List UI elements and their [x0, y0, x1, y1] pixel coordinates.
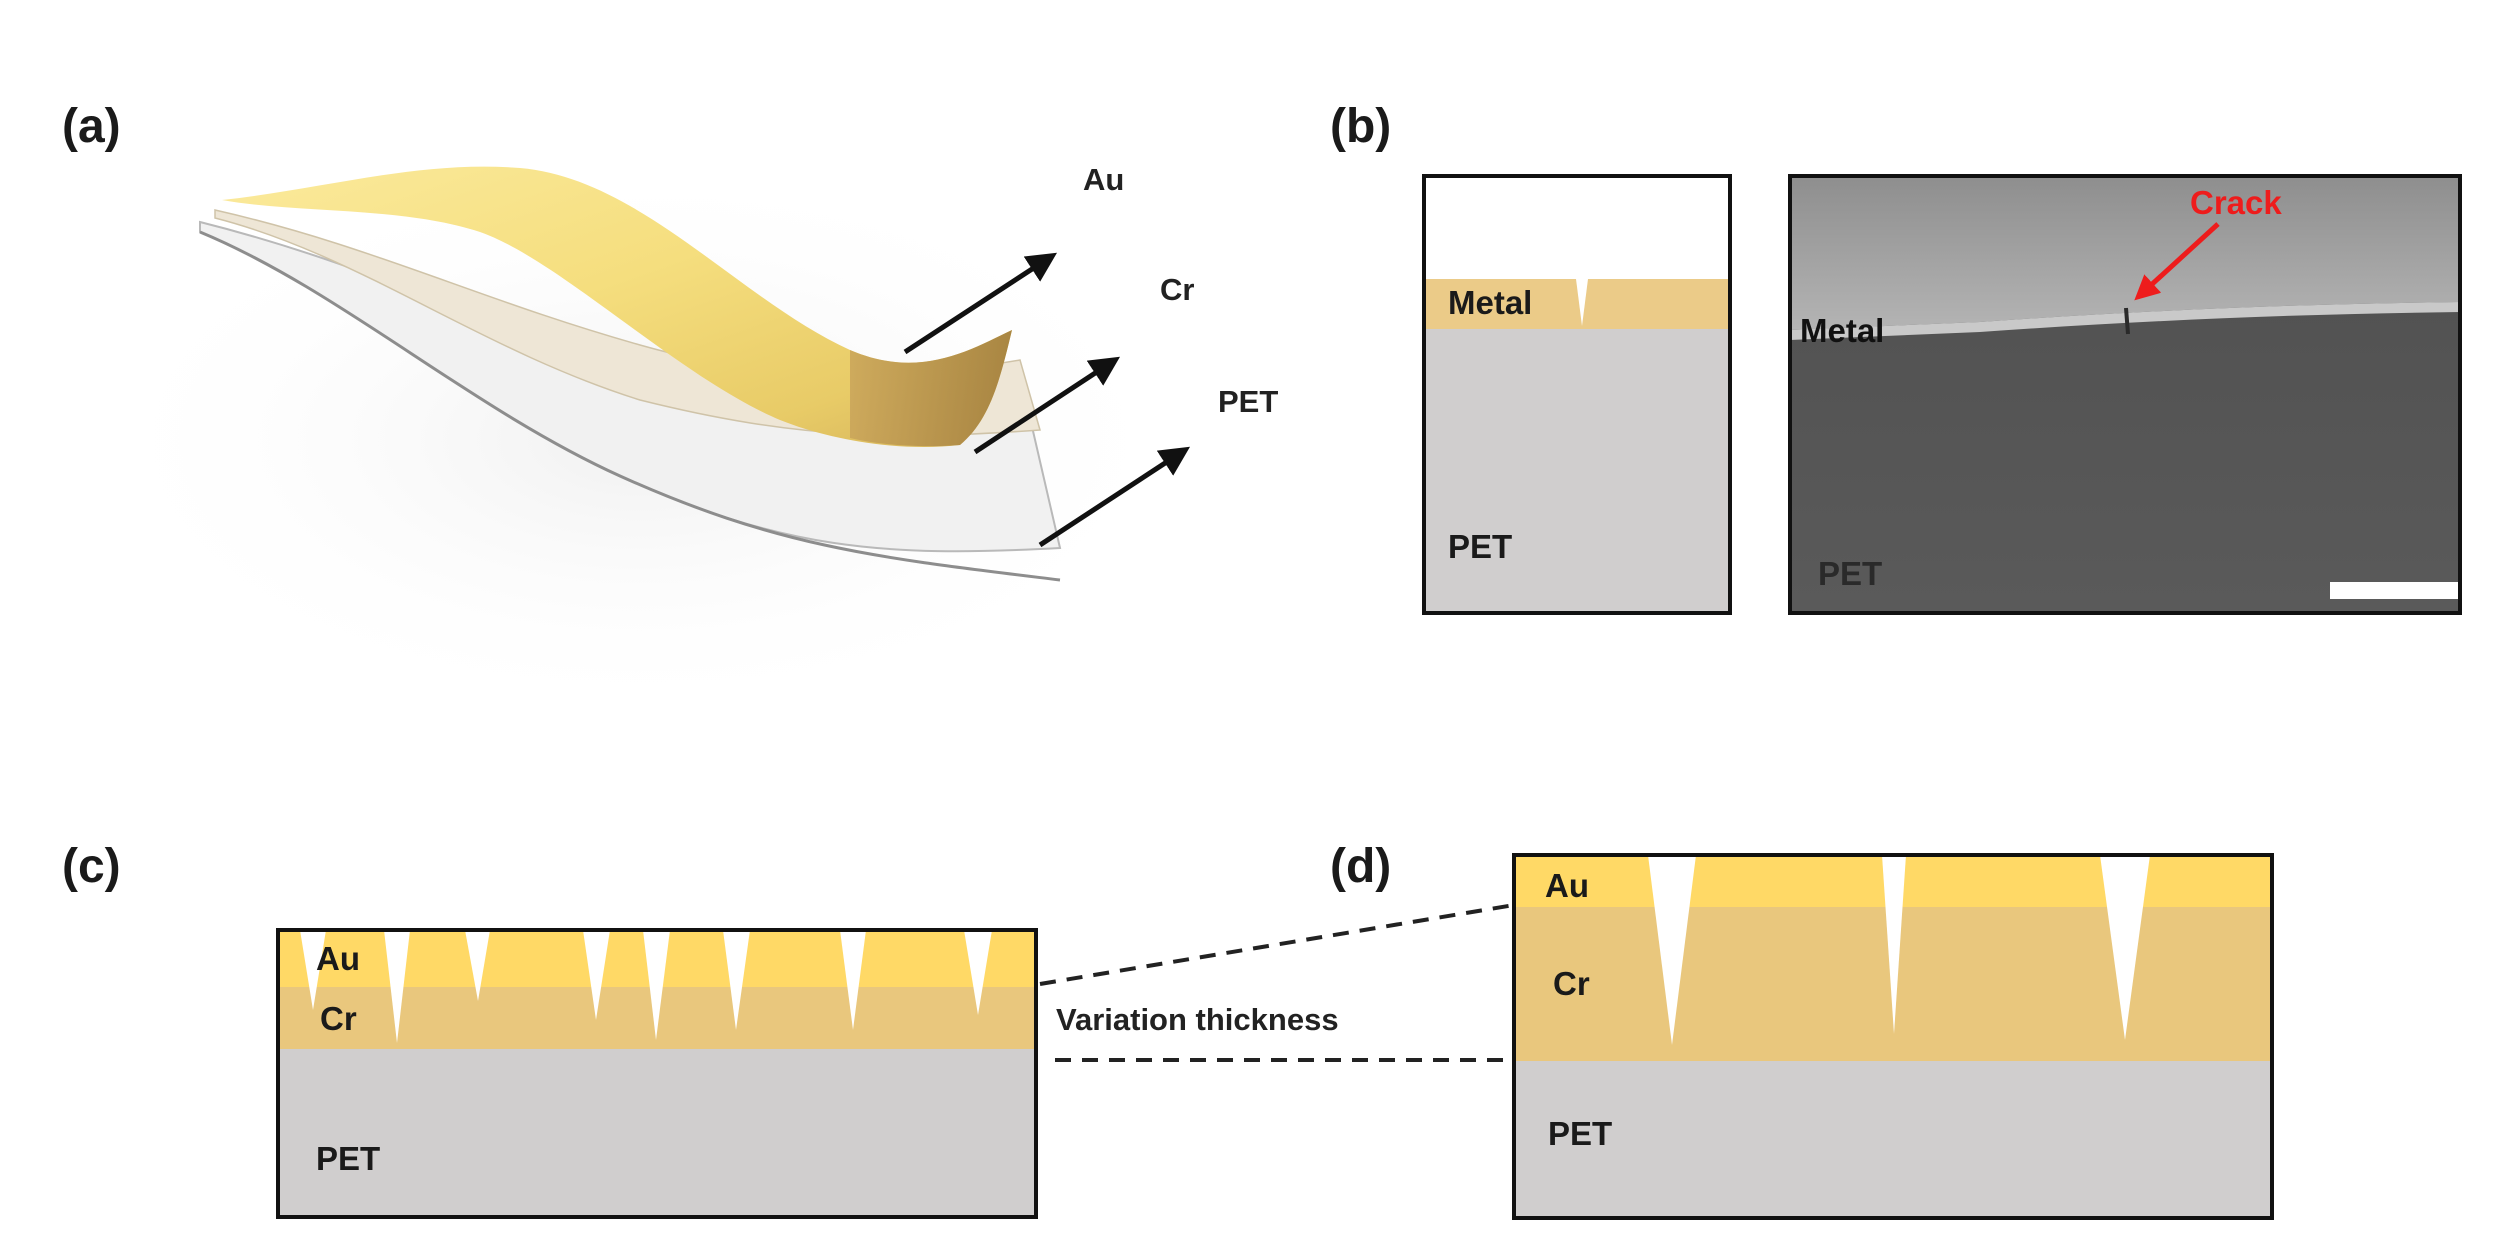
layered-film-illustration [80, 160, 1200, 720]
c-crack-wedges [300, 930, 992, 1043]
schematic-pet-layer [1424, 329, 1730, 613]
sem-metal-label: Metal [1800, 312, 1884, 349]
panel-c: (c) Au Cr PET Variation thickness [62, 840, 1515, 1219]
crack-schematic: Metal PET [1422, 174, 1732, 615]
pet-film-edge [199, 230, 1061, 582]
au-film-edge [850, 330, 1012, 447]
d-au-label: Au [1545, 867, 1589, 904]
panel-c-label: (c) [62, 840, 121, 893]
schematic-pet-label: PET [1448, 528, 1512, 565]
sem-pet-label: PET [1818, 555, 1882, 592]
panel-b: (b) Metal PET Crack Metal PET [1330, 100, 2462, 615]
c-pet-layer [278, 1049, 1036, 1217]
schematic-crack-notch [1576, 279, 1588, 326]
d-frame [1512, 853, 2274, 1220]
d-pet-layer [1514, 1061, 2272, 1218]
schematic-frame [1422, 174, 1732, 615]
schematic-metal-label: Metal [1448, 284, 1532, 321]
cr-callout-arrow [973, 356, 1121, 455]
sem-top-region [1790, 176, 2460, 330]
thick-film-cross-section: Au Cr PET [1512, 853, 2274, 1220]
sem-crack-label: Crack [2190, 184, 2282, 221]
panel-d: (d) Au Cr PET [1330, 840, 2274, 1220]
panel-a: (a) Au Cr PET [62, 100, 1278, 720]
variation-thickness-label: Variation thickness [1056, 1002, 1339, 1037]
d-pet-label: PET [1548, 1115, 1612, 1152]
sem-scale-bar [2330, 582, 2458, 599]
thin-film-cross-section: Au Cr PET [276, 928, 1038, 1219]
schematic-metal-layer [1424, 279, 1730, 329]
c-frame [276, 928, 1038, 1219]
sem-frame [1788, 174, 2462, 615]
panel-a-label: (a) [62, 100, 121, 153]
c-cr-label: Cr [320, 1000, 357, 1037]
d-crack-wedges [1648, 855, 2150, 1045]
zoom-guide-top [1039, 903, 1515, 986]
cr-layer-label: Cr [1160, 272, 1194, 307]
pet-layer-label: PET [1218, 384, 1278, 419]
panel-b-label: (b) [1330, 100, 1391, 153]
pet-callout-arrow [1038, 446, 1191, 548]
sem-crack-line [2124, 307, 2130, 335]
d-cr-label: Cr [1553, 965, 1590, 1002]
au-film-layer [222, 166, 1012, 448]
crack-pointer-arrow [2134, 222, 2220, 301]
panel-d-label: (d) [1330, 840, 1391, 893]
au-layer-label: Au [1083, 162, 1124, 197]
sem-micrograph: Crack Metal PET [1788, 174, 2462, 615]
c-pet-label: PET [316, 1140, 380, 1177]
c-au-label: Au [316, 940, 360, 977]
au-callout-arrow [903, 252, 1058, 355]
